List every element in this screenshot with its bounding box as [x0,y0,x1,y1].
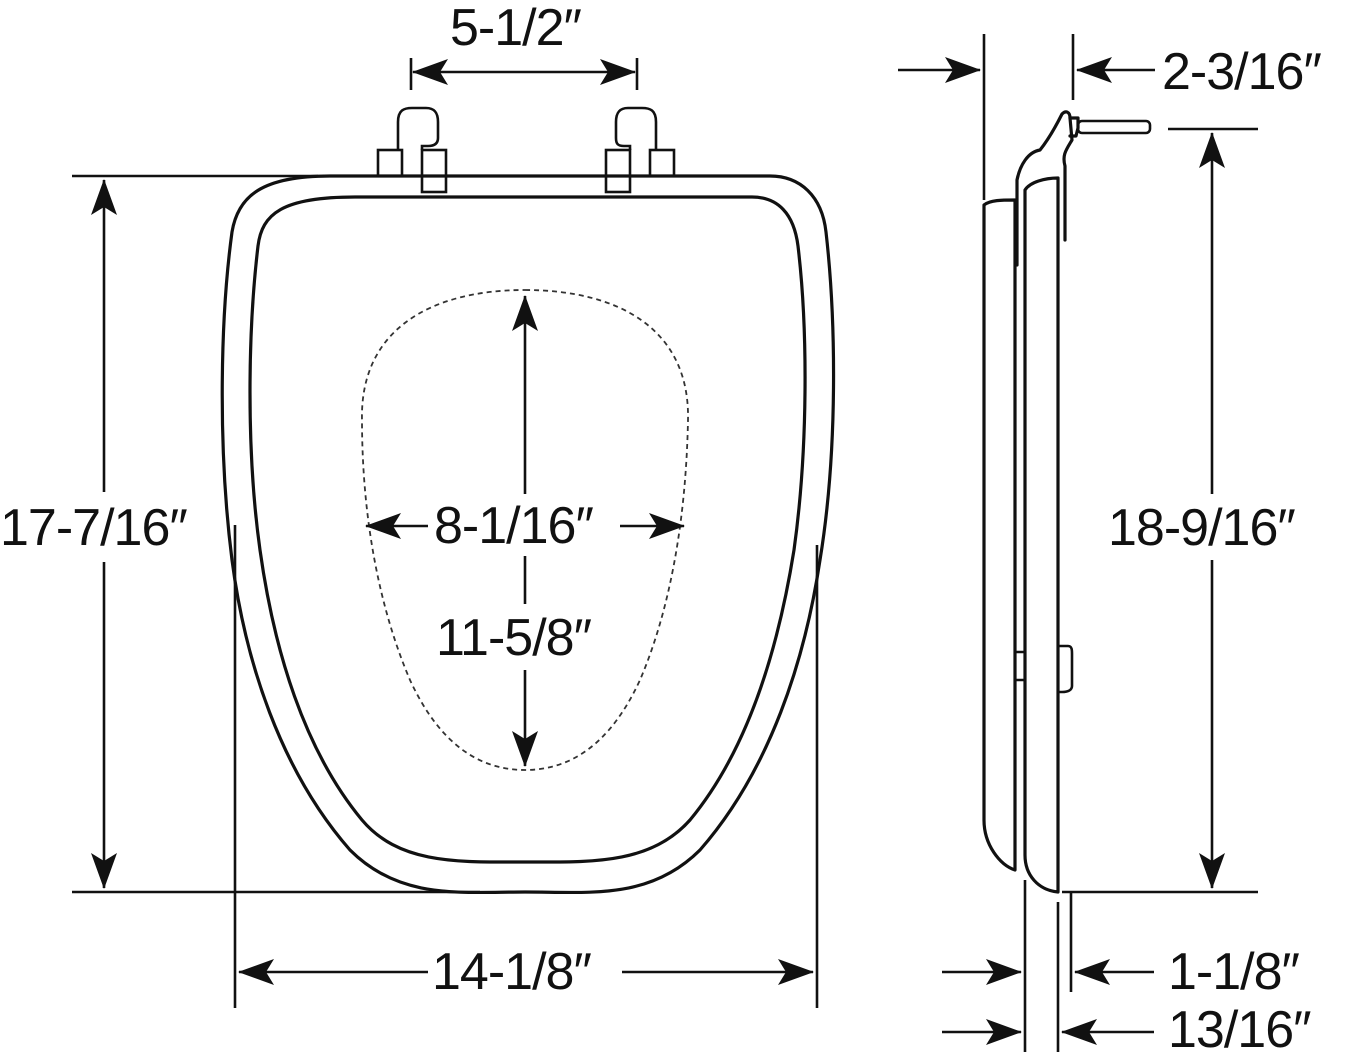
opening-length-label: 11-5/8″ [436,609,592,667]
lid-profile [982,198,1017,872]
hinge-spacing-label: 5-1/2″ [450,0,582,57]
seat-thickness-label: 13/16″ [1168,1001,1312,1059]
seat-profile [1023,176,1060,894]
opening-width-label: 8-1/16″ [434,497,594,555]
seat-inner-outline [248,195,807,864]
overall-width-label: 14-1/8″ [432,943,592,1001]
hinge-to-front-length-label: 18-9/16″ [1108,499,1296,557]
right-hinge [604,106,676,194]
side-hinge [1015,110,1074,267]
closed-height-label: 1-1/8″ [1168,943,1300,1001]
seat-opening-dashed [361,289,689,771]
left-hinge [376,106,448,194]
side-view [898,34,1258,1052]
front-view [72,58,836,1008]
overall-length-label: 17-7/16″ [0,499,188,557]
hinge-offset-label: 2-3/16″ [1162,43,1322,101]
seat-outer-outline [220,174,836,895]
hinge-post [1076,119,1152,135]
